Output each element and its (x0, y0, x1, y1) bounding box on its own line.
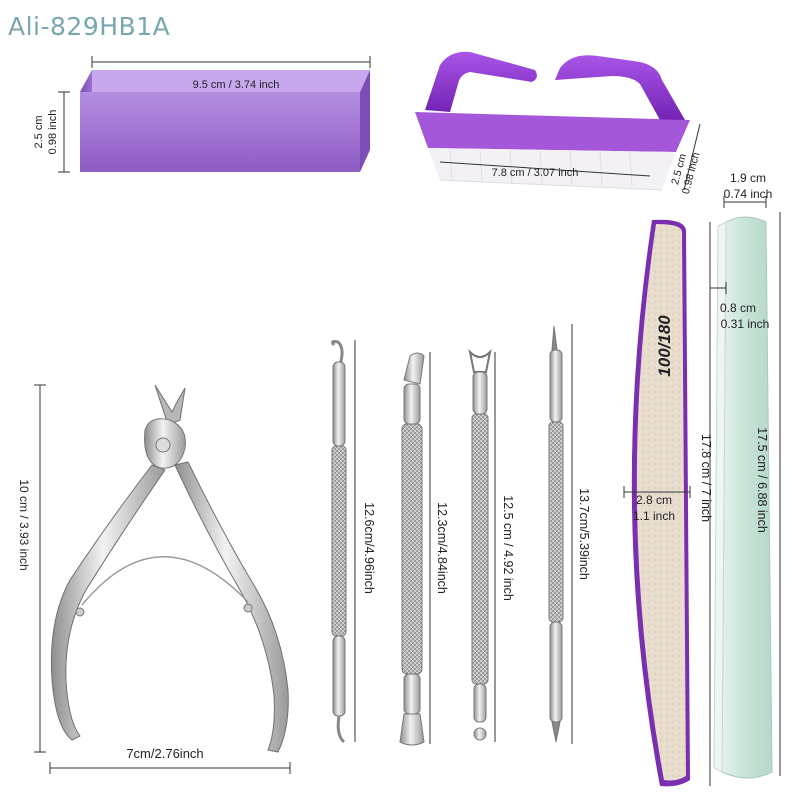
boat-nail-file: 100/180 (631, 219, 690, 787)
pusher-b-dimension: 12.3cm/4.84inch (429, 352, 449, 744)
brush-length-dimension: 7.8 cm / 3.07 inch (439, 161, 651, 179)
buffer-height-in-label: 0.98 inch (47, 110, 59, 155)
pusher-d-dimension: 13.7cm/5.39inch (571, 324, 591, 744)
pusher-c-length-label: 12.5 cm / 4.92 inch (501, 495, 515, 601)
straight-file-thickness-in-label: 0.31 inch (721, 317, 770, 331)
boat-file-length-label: 17.8 cm / 7 inch (699, 434, 713, 522)
straight-file-thickness-cm-label: 0.8 cm (720, 301, 756, 315)
pusher-d-length-label: 13.7cm/5.39inch (577, 488, 591, 580)
cuticle-pusher-d (548, 325, 564, 743)
pusher-c-dimension: 12.5 cm / 4.92 inch (494, 352, 515, 742)
nipper-width-label: 7cm/2.76inch (126, 746, 203, 761)
nipper-height-dimension: 10 cm / 3.93 inch (17, 384, 46, 753)
buffer-length-dimension: 9.5 cm / 3.74 inch (91, 56, 371, 91)
straight-file-width-dimension: 1.9 cm 0.74 inch (723, 171, 773, 208)
buffer-height-dimension: 2.5 cm 0.98 inch (33, 91, 70, 173)
boat-file-width-dimension: 2.8 cm 1.1 inch (623, 486, 691, 523)
pusher-a-dimension: 12.6cm/4.96inch (354, 340, 376, 742)
pusher-a-length-label: 12.6cm/4.96inch (362, 502, 376, 594)
brush-length-label: 7.8 cm / 3.07 inch (492, 167, 579, 179)
nipper-height-label: 10 cm / 3.93 inch (17, 479, 31, 570)
straight-file-width-cm-label: 1.9 cm (730, 171, 766, 185)
pusher-b-length-label: 12.3cm/4.84inch (435, 502, 449, 594)
straight-file-length-dimension: 17.5 cm / 6.88 inch (755, 212, 781, 776)
buffer-height-cm-label: 2.5 cm (33, 115, 45, 148)
watermark: Ali-829HB1A (8, 12, 171, 41)
straight-file-width-in-label: 0.74 inch (724, 187, 773, 201)
buffer-length-label: 9.5 cm / 3.74 inch (193, 79, 280, 91)
cuticle-pusher-c (468, 348, 492, 741)
cuticle-pusher-a (331, 339, 347, 744)
straight-nail-file (713, 216, 773, 779)
boat-file-grit-label: 100/180 (655, 315, 674, 377)
cuticle-pusher-b (399, 352, 425, 746)
straight-file-thickness-dimension: 0.8 cm 0.31 inch (709, 282, 770, 331)
boat-file-width-cm-label: 2.8 cm (636, 493, 672, 507)
straight-file-length-label: 17.5 cm / 6.88 inch (755, 427, 769, 533)
cuticle-nipper (50, 384, 289, 753)
nipper-width-dimension: 7cm/2.76inch (49, 746, 291, 774)
buffer-block (80, 70, 370, 172)
boat-file-length-dimension: 17.8 cm / 7 inch (699, 222, 713, 786)
boat-file-width-in-label: 1.1 inch (633, 509, 675, 523)
